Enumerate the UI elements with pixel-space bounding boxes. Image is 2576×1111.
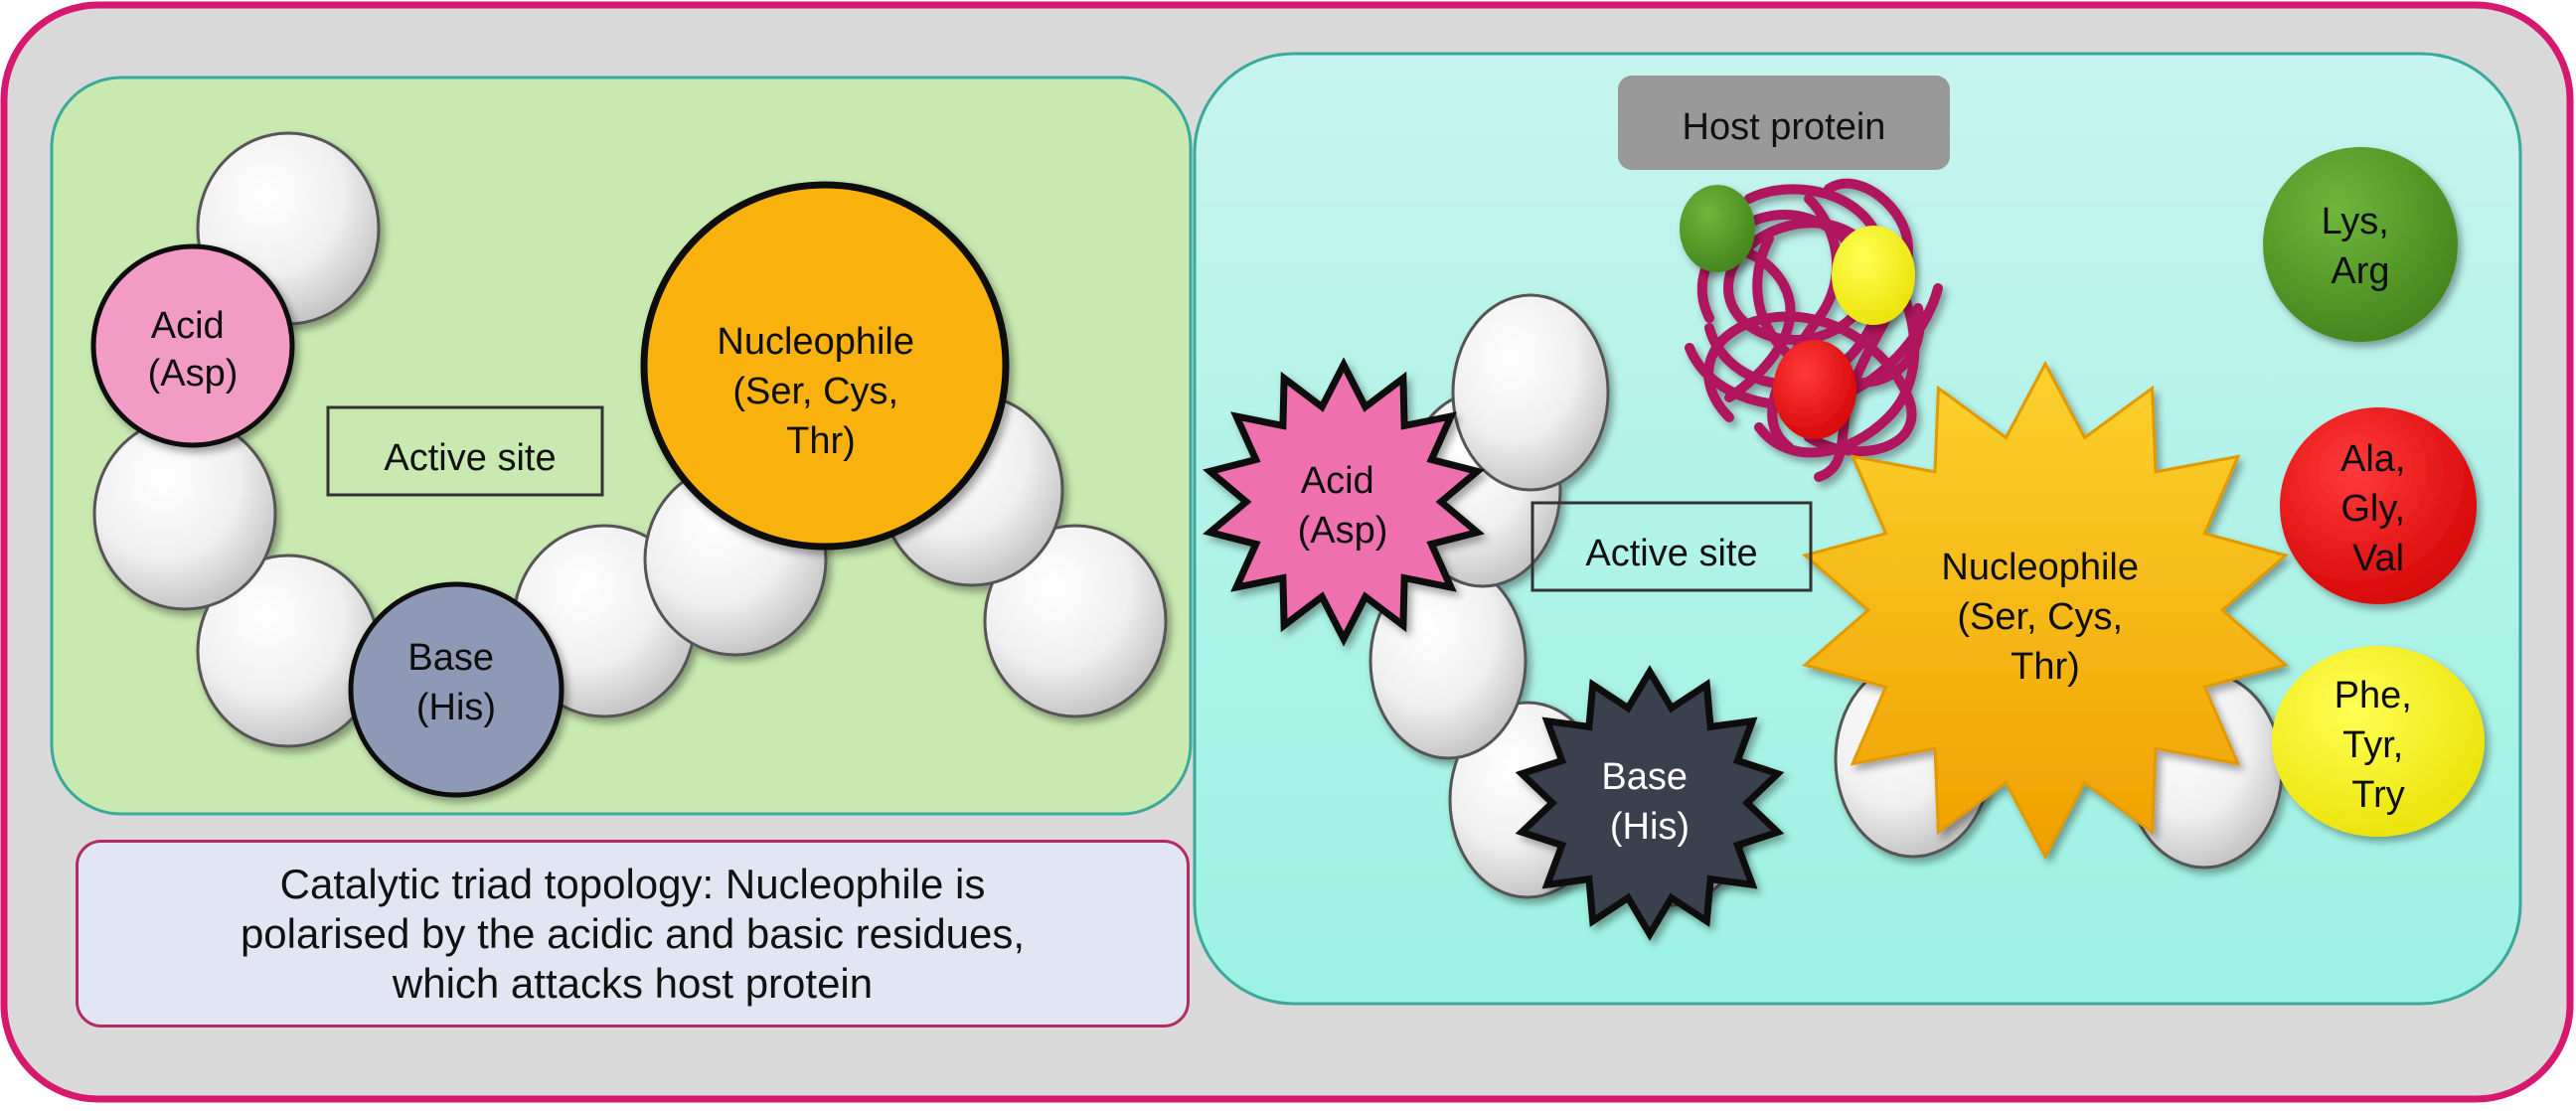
legend-lys-arg-label: Lys, Arg <box>2322 201 2400 292</box>
legend-lys-arg: Lys, Arg <box>2263 147 2458 342</box>
legend-ala-gly-val-label: Ala, Gly, Val <box>2340 438 2416 579</box>
left-active-site-label: Active site <box>384 437 556 479</box>
left-nucleophile-label: Nucleophile (Ser, Cys, Thr) <box>717 321 924 462</box>
legend-phe-tyr-try: Phe, Tyr, Try <box>2272 646 2485 837</box>
caption-box: Catalytic triad topology: Nucleophile is… <box>76 840 1190 1028</box>
left-acid-label: Acid (Asp) <box>148 305 239 395</box>
red-residue-marker <box>1773 340 1856 439</box>
host-protein-label: Host protein <box>1683 106 1886 148</box>
caption-line: which attacks host protein <box>392 959 874 1007</box>
legend-phe-tyr-try-label: Phe, Tyr, Try <box>2334 675 2423 816</box>
left-base-label: Base (His) <box>407 637 504 728</box>
right-acid-residue: Acid (Asp) <box>1203 357 1485 647</box>
caption-line: polarised by the acidic and basic residu… <box>240 909 1026 957</box>
left-nucleophile-residue: Nucleophile (Ser, Cys, Thr) <box>640 181 1010 551</box>
right-active-site-box <box>1530 501 1813 592</box>
left-active-site-box <box>326 405 604 497</box>
host-protein-label-box: Host protein <box>1618 76 1950 170</box>
green-residue-marker <box>1680 185 1755 272</box>
left-residue-chain <box>92 131 1168 748</box>
right-nucleophile-label: Nucleophile (Ser, Cys, Thr) <box>1941 547 2149 688</box>
yellow-residue-marker <box>1832 226 1915 325</box>
right-acid-label: Acid (Asp) <box>1298 460 1388 552</box>
residue-bead <box>983 524 1168 718</box>
left-base-residue: Base (His) <box>348 581 564 798</box>
right-active-site-label: Active site <box>1585 533 1757 574</box>
right-nucleophile-residue: Nucleophile (Ser, Cys, Thr) <box>1802 360 2289 861</box>
left-acid-residue: Acid (Asp) <box>90 243 295 448</box>
legend-ala-gly-val: Ala, Gly, Val <box>2280 407 2477 604</box>
caption-line: Catalytic triad topology: Nucleophile is <box>279 860 986 907</box>
right-base-residue: Base (His) <box>1515 665 1785 941</box>
residue-bead <box>1451 293 1610 492</box>
right-base-label: Base (His) <box>1601 756 1697 848</box>
host-protein-residue-markers <box>1680 185 1915 439</box>
